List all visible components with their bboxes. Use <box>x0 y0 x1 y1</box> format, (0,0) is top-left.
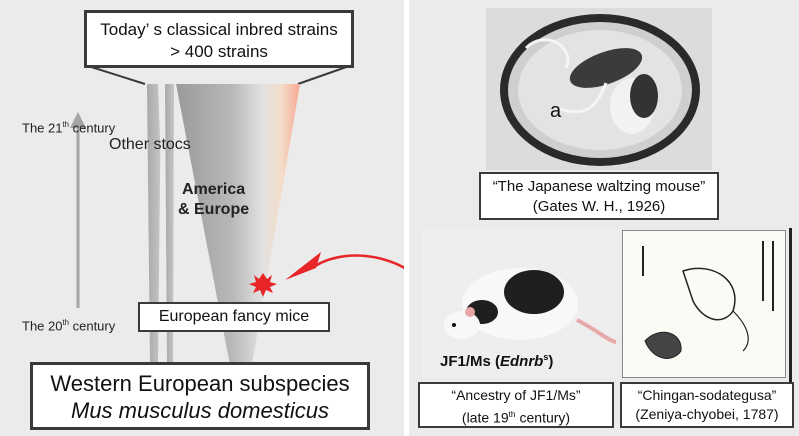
historical-images-panel: a “The Japanese waltzing mouse” (Gates W… <box>409 0 799 436</box>
other-stocks-label: Other stocs <box>109 136 191 154</box>
classical-strains-box: Today’ s classical inbred strains > 400 … <box>84 10 354 68</box>
chingan-illustration <box>623 231 786 378</box>
vertical-rule <box>789 228 792 404</box>
origin-arrow-curve <box>315 255 404 300</box>
subspecies-box: Western European subspecies Mus musculus… <box>30 362 370 430</box>
classical-strains-title: Today’ s classical inbred strains <box>87 19 351 41</box>
fancy-mice-box: European fancy mice <box>138 302 330 332</box>
century-21-label: The 21th century <box>22 120 115 135</box>
species-name: Mus musculus domesticus <box>33 397 367 424</box>
evolution-diagram-panel: Today’ s classical inbred strains > 400 … <box>0 0 404 436</box>
origin-arrow-head <box>285 252 321 280</box>
ancestry-caption-box: “Ancestry of JF1/Ms” (late 19th century) <box>418 382 614 428</box>
photo-label-a: a <box>550 100 561 123</box>
jf1-label: JF1/Ms (Ednrbs) <box>440 352 553 370</box>
waltzing-mouse-illustration <box>486 8 712 170</box>
chingan-caption-box: “Chingan-sodategusa” (Zeniya-chyobei, 17… <box>620 382 794 428</box>
century-20-label: The 20th century <box>22 318 115 333</box>
region-label: America & Europe <box>178 180 249 220</box>
jf1-mouse-photo: JF1/Ms (Ednrbs) <box>422 230 618 378</box>
waltzing-caption-box: “The Japanese waltzing mouse” (Gates W. … <box>479 172 719 220</box>
waltzing-mouse-photo: a <box>486 8 712 170</box>
chingan-drawing <box>622 230 786 378</box>
strain-count: > 400 strains <box>87 41 351 63</box>
subspecies-title: Western European subspecies <box>33 370 367 397</box>
